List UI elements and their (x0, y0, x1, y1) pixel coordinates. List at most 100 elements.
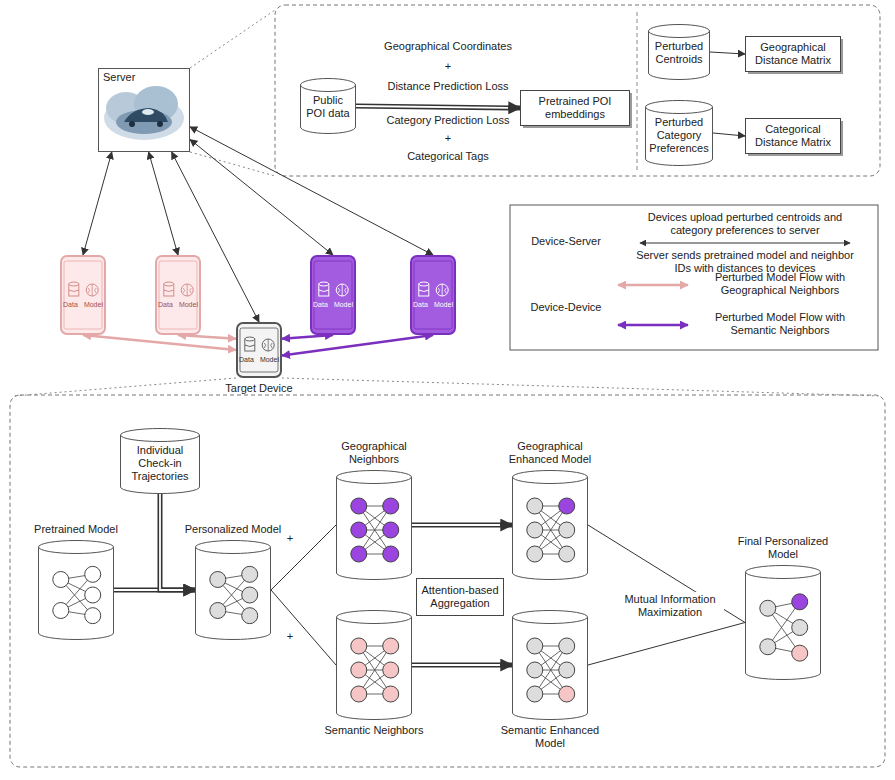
model-cylinder: Semantic Neighbors (324, 610, 424, 737)
device-server-link (190, 127, 433, 255)
double-arrow (356, 106, 520, 108)
database-cylinder: Public POI data (288, 78, 368, 134)
legend-text: Perturbed Model Flow with Semantic Neigh… (700, 311, 860, 337)
device-server-link (710, 52, 745, 54)
double-arrow (412, 663, 512, 668)
icon-caption: Data (413, 301, 428, 309)
database-cylinder: Perturbed Centroids (636, 24, 722, 80)
icon-caption: Data (313, 301, 328, 309)
double-arrow-inner (356, 106, 508, 108)
icon-caption: Model (179, 301, 198, 309)
zoom-line (190, 152, 275, 176)
annotation-label: Distance Prediction Loss (368, 80, 528, 93)
node-shape (155, 255, 201, 335)
process-box: Attention-based Aggregation (404, 578, 516, 616)
zoom-line (282, 378, 881, 396)
icon-caption: Model (334, 301, 353, 309)
model-flow-link (178, 335, 236, 339)
icon-caption: Data (239, 356, 254, 364)
device-server-arrow (640, 243, 850, 244)
node-heading: Pretrained Model (26, 523, 126, 536)
device-server-link (271, 590, 336, 665)
model-flow-link (282, 335, 333, 339)
zoom-line (190, 10, 275, 68)
output-box: Categorical Distance Matrix (733, 118, 853, 154)
node-shape (745, 565, 821, 680)
node-shape (236, 322, 282, 378)
device-phone: Data Model (398, 255, 468, 335)
legend-heading: Device-Device (524, 301, 608, 314)
device-server-link (83, 152, 112, 255)
double-arrow-inner (160, 494, 183, 590)
panel-divider (637, 12, 638, 170)
node-heading: Geographical Enhanced Model (500, 440, 600, 466)
merge-label: Mutual Information Maximization (616, 592, 724, 620)
device-phone: Data Model (143, 255, 213, 335)
annotation-label: + (438, 60, 458, 73)
annotation-label: + (438, 132, 458, 145)
double-arrow-inner (412, 524, 500, 526)
double-arrow-inner (412, 664, 500, 666)
annotation-label: Devices upload perturbed centroids and c… (635, 211, 855, 237)
annotation-label: Category Prediction Loss (368, 114, 528, 127)
double-arrow (160, 494, 195, 590)
annotation-label: + (282, 532, 298, 545)
icon-caption: Data (158, 301, 173, 309)
model-cylinder: Personalized Model (183, 523, 283, 640)
model-flow-link (83, 335, 236, 350)
node-text: Public POI data (303, 94, 353, 120)
node-shape (336, 610, 412, 720)
node-text: Perturbed Category Preferences (648, 116, 710, 156)
model-flow-link (282, 335, 433, 356)
cloud-illustration (104, 86, 184, 140)
double-arrow (412, 523, 512, 528)
node-heading: Geographical Neighbors (324, 440, 424, 466)
annotation-label: Geographical Coordinates (368, 40, 528, 53)
device-server-link (190, 139, 333, 255)
device-server-link (588, 623, 745, 666)
zoom-panel (10, 395, 885, 767)
icon-caption: Data (63, 301, 78, 309)
database-cylinder: Individual Check-in Trajectories (108, 428, 212, 494)
node-shape (512, 470, 588, 580)
icon-caption: Model (260, 356, 279, 364)
annotation-label: Categorical Tags (368, 150, 528, 163)
node-shape (410, 255, 456, 335)
node-heading: Semantic Enhanced Model (500, 724, 600, 750)
model-cylinder: Geographical Neighbors (324, 440, 424, 580)
node-shape (336, 470, 412, 580)
node-heading: Final Personalized Model (733, 535, 833, 561)
legend-heading: Device-Server (524, 235, 608, 248)
model-cylinder: Pretrained Model (26, 523, 126, 640)
zoom-panel (275, 5, 880, 176)
legend-box (510, 205, 878, 350)
node-heading: Personalized Model (183, 523, 283, 536)
zoom-line (14, 378, 236, 396)
legend-line-sample (618, 324, 688, 327)
legend-line-sample (618, 284, 688, 287)
icon-caption: Model (434, 301, 453, 309)
node-shape (310, 255, 356, 335)
output-box: Pretrained POI embeddings (508, 90, 642, 126)
node-text: Geographical Distance Matrix (749, 41, 837, 67)
icon-caption: Model (84, 301, 103, 309)
node-text: Attention-based Aggregation (420, 584, 500, 610)
annotation-label: + (282, 630, 298, 643)
node-shape (512, 610, 588, 720)
server-box: Server (86, 68, 202, 152)
model-cylinder: Final Personalized Model (733, 535, 833, 680)
node-text: Categorical Distance Matrix (749, 123, 837, 149)
database-cylinder: Perturbed Category Preferences (633, 100, 725, 166)
node-text: Server (103, 71, 185, 84)
node-heading: Target Device (224, 382, 294, 395)
device-phone: Data Model (48, 255, 118, 335)
node-text: Perturbed Centroids (651, 40, 707, 66)
device-server-link (713, 133, 745, 136)
device-phone: Data Model (298, 255, 368, 335)
node-shape (38, 540, 114, 640)
node-text: Pretrained POI embeddings (524, 95, 626, 121)
node-text: Individual Check-in Trajectories (123, 444, 197, 484)
device-server-link (588, 525, 745, 623)
model-cylinder: Geographical Enhanced Model (500, 440, 600, 580)
model-cylinder: Semantic Enhanced Model (500, 610, 600, 750)
